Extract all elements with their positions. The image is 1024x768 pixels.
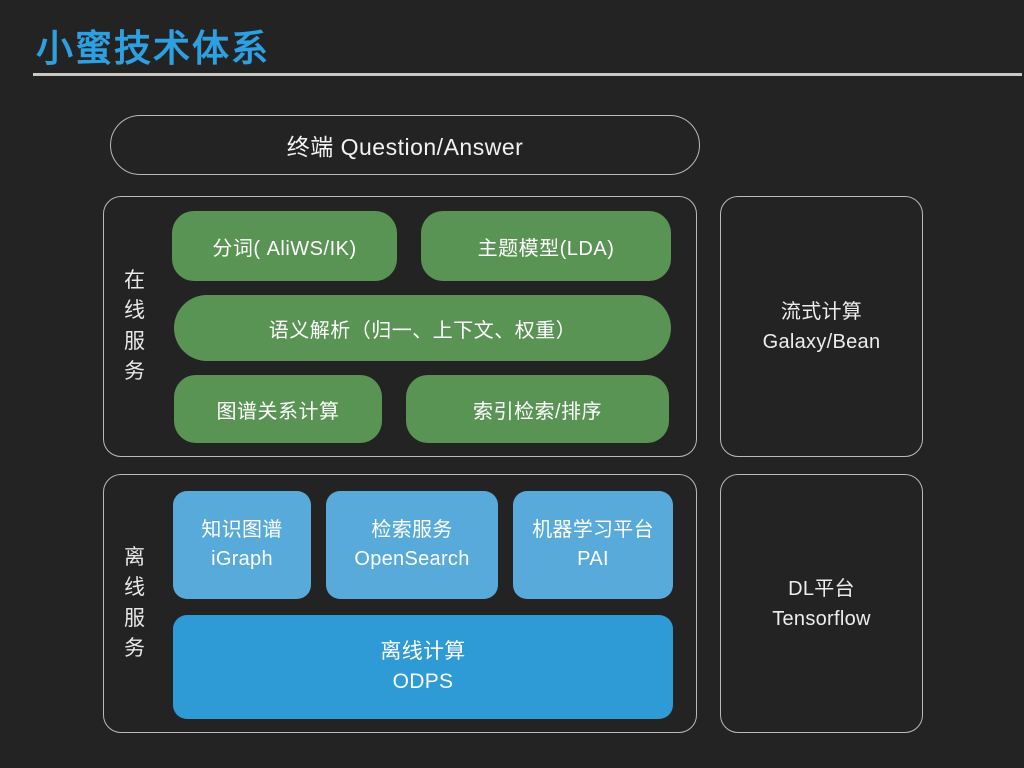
online-service-section: 在 线 服 务 分词( AliWS/IK) 主题模型(LDA) 语义解析（归一、… (103, 196, 697, 457)
online-service-side-label: 在 线 服 务 (104, 197, 166, 456)
online-item-semantic-parsing-label: 语义解析（归一、上下文、权重） (268, 319, 577, 342)
offline-item-search-service-line1: 检索服务 (371, 519, 453, 541)
offline-item-ml-platform-line2: PAI (577, 548, 609, 570)
terminal-qa-label: 终端 Question/Answer (286, 134, 524, 160)
online-side-char-2: 服 (124, 329, 146, 353)
online-item-index-retrieval-label: 索引检索/排序 (472, 400, 603, 423)
offline-item-ml-platform-line1: 机器学习平台 (532, 519, 654, 541)
dl-platform-panel[interactable]: DL平台 Tensorflow (720, 474, 923, 733)
online-item-semantic-parsing[interactable]: 语义解析（归一、上下文、权重） (174, 295, 671, 361)
online-item-topic-model-label: 主题模型(LDA) (477, 237, 615, 260)
online-item-graph-relation[interactable]: 图谱关系计算 (174, 375, 382, 443)
online-item-graph-relation-label: 图谱关系计算 (216, 400, 340, 423)
online-side-char-0: 在 (124, 268, 146, 292)
online-side-char-1: 线 (124, 299, 146, 323)
offline-side-char-0: 离 (124, 545, 146, 569)
stream-compute-line1: 流式计算 (780, 300, 863, 323)
offline-item-knowledge-graph[interactable]: 知识图谱 iGraph (173, 491, 311, 599)
offline-item-offline-compute-line1: 离线计算 (380, 639, 466, 663)
online-service-items: 分词( AliWS/IK) 主题模型(LDA) 语义解析（归一、上下文、权重） … (166, 197, 696, 456)
online-item-word-segmentation-label: 分词( AliWS/IK) (212, 237, 357, 260)
offline-service-section: 离 线 服 务 知识图谱 iGraph 检索服务 OpenSearch 机器学习… (103, 474, 697, 733)
offline-side-char-2: 服 (124, 606, 146, 630)
online-item-index-retrieval[interactable]: 索引检索/排序 (406, 375, 669, 443)
offline-service-items: 知识图谱 iGraph 检索服务 OpenSearch 机器学习平台 PAI 离… (166, 475, 696, 732)
online-item-topic-model[interactable]: 主题模型(LDA) (421, 211, 671, 281)
offline-item-offline-compute[interactable]: 离线计算 ODPS (173, 615, 673, 719)
stream-compute-line2: Galaxy/Bean (762, 330, 881, 353)
offline-service-side-label: 离 线 服 务 (104, 475, 166, 732)
title-divider (33, 73, 1022, 76)
dl-platform-line1: DL平台 (788, 577, 855, 600)
offline-side-char-3: 务 (124, 636, 146, 660)
dl-platform-text: DL平台 Tensorflow (772, 574, 871, 634)
online-item-word-segmentation[interactable]: 分词( AliWS/IK) (172, 211, 397, 281)
offline-side-char-1: 线 (124, 576, 146, 600)
offline-item-knowledge-graph-line1: 知识图谱 (201, 519, 283, 541)
stream-compute-panel[interactable]: 流式计算 Galaxy/Bean (720, 196, 923, 457)
online-side-char-3: 务 (124, 359, 146, 383)
stream-compute-text: 流式计算 Galaxy/Bean (763, 297, 881, 357)
offline-item-search-service[interactable]: 检索服务 OpenSearch (326, 491, 498, 599)
dl-platform-line2: Tensorflow (772, 607, 871, 630)
offline-item-offline-compute-line2: ODPS (392, 670, 454, 693)
offline-item-knowledge-graph-line2: iGraph (211, 548, 273, 570)
terminal-qa-bar: 终端 Question/Answer (110, 115, 700, 175)
offline-item-search-service-line2: OpenSearch (354, 548, 470, 570)
page-title: 小蜜技术体系 (36, 26, 270, 70)
offline-item-ml-platform[interactable]: 机器学习平台 PAI (513, 491, 673, 599)
